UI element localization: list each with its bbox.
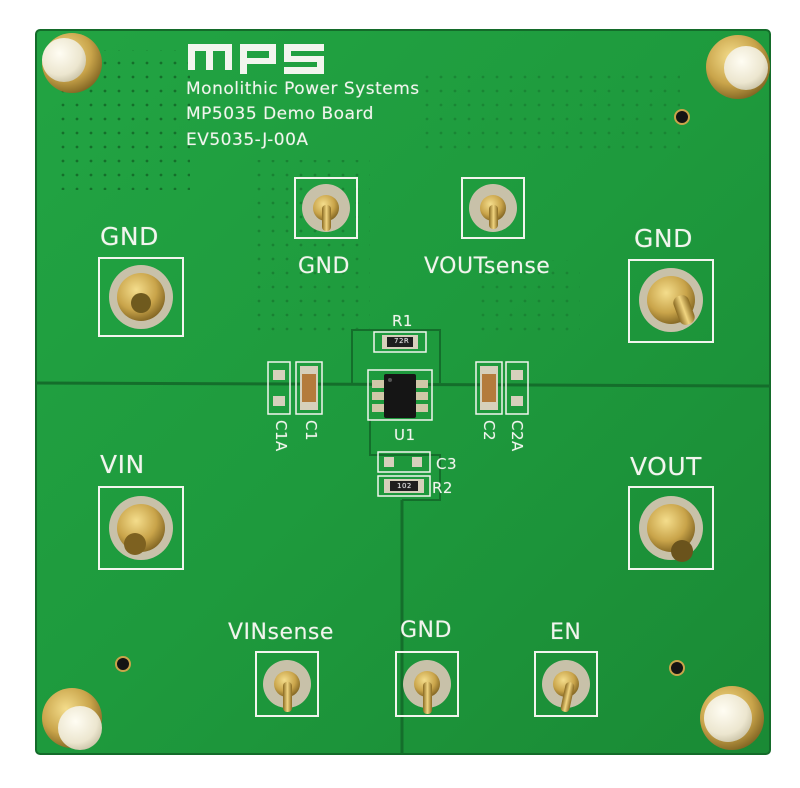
capacitor-c1 [295,361,323,415]
label-u1: U1 [394,426,416,444]
label-c1a: C1A [272,420,290,452]
part-number: EV5035-J-00A [186,130,309,150]
label-vin: VIN [100,450,145,479]
capacitor-c1a [267,361,291,415]
label-c2a: C2A [508,420,526,452]
capacitor-c3 [377,451,431,473]
terminal-gnd-left [98,257,184,337]
label-gnd-bottom: GND [400,618,452,643]
company-name: Monolithic Power Systems [186,79,420,99]
label-en: EN [550,620,582,645]
terminal-vout [628,486,714,570]
label-gnd-right: GND [634,224,693,253]
resistor-r2 [377,475,431,497]
standoff-top-left [42,33,102,93]
testpoint-vinsense [255,651,319,717]
label-gnd-left: GND [100,222,159,251]
capacitor-c2 [475,361,503,415]
terminal-vin [98,486,184,570]
test-pad [669,660,685,676]
resistor-r1 [373,331,427,353]
r1-marking: 72R [394,337,410,345]
test-pad [674,109,690,125]
label-r2: R2 [432,479,453,497]
standoff-bottom-right [700,686,764,750]
label-c1: C1 [302,420,320,442]
standoff-bottom-left [42,688,102,750]
label-voutsense: VOUTsense [424,254,551,279]
board-title: MP5035 Demo Board [186,104,374,124]
testpoint-voutsense [461,177,525,239]
label-c3: C3 [436,455,458,473]
label-gnd-top: GND [298,254,350,279]
r2-marking: 102 [397,482,412,490]
mps-logo [188,44,324,74]
test-pad [115,656,131,672]
terminal-gnd-right [628,259,714,343]
standoff-top-right [706,35,770,99]
ic-u1 [367,369,433,421]
label-c2: C2 [480,420,498,442]
label-vout: VOUT [630,452,702,481]
capacitor-c2a [505,361,529,415]
testpoint-gnd-bottom [395,651,459,717]
testpoint-en [534,651,598,717]
testpoint-gnd-top [294,177,358,239]
label-r1: R1 [392,312,413,330]
label-vinsense: VINsense [228,620,334,645]
